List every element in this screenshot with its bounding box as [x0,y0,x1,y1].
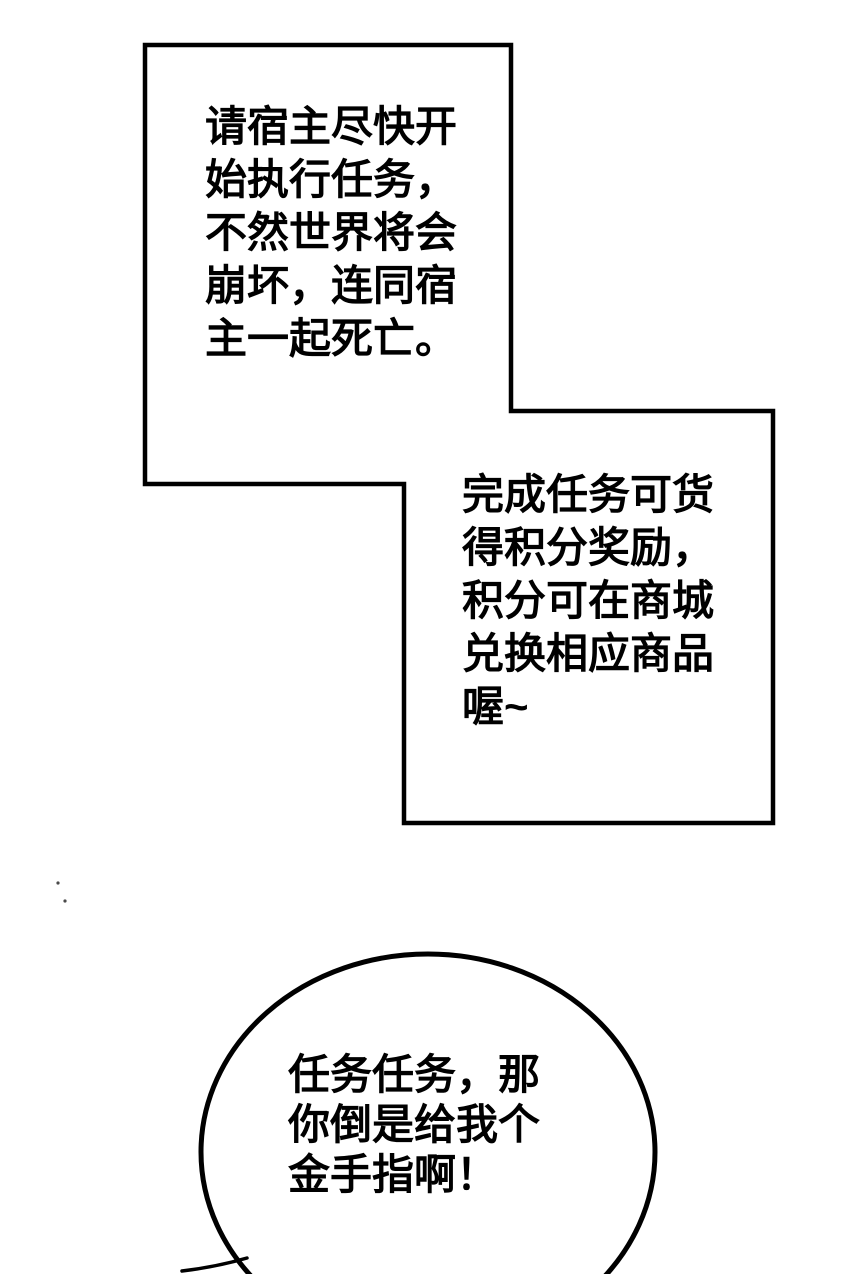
speech-bubble-tail [180,1256,249,1273]
speech-bubble-outline [198,951,658,1274]
speckle-dot [63,899,67,903]
speech-bubble-text: 任务任务，那 你倒是给我个 金手指啊！ [288,1051,541,1198]
system-textbox-bottom-text: 完成任务可货 得积分奖励， 积分可在商城 兑换相应商品 喔~ [462,471,715,730]
system-textbox-top-text: 请宿主尽快开 始执行任务， 不然世界将会 崩坏，连同宿 主一起死亡。 [205,103,458,362]
speckle-dot [56,881,60,885]
system-textbox-outline [142,42,776,826]
